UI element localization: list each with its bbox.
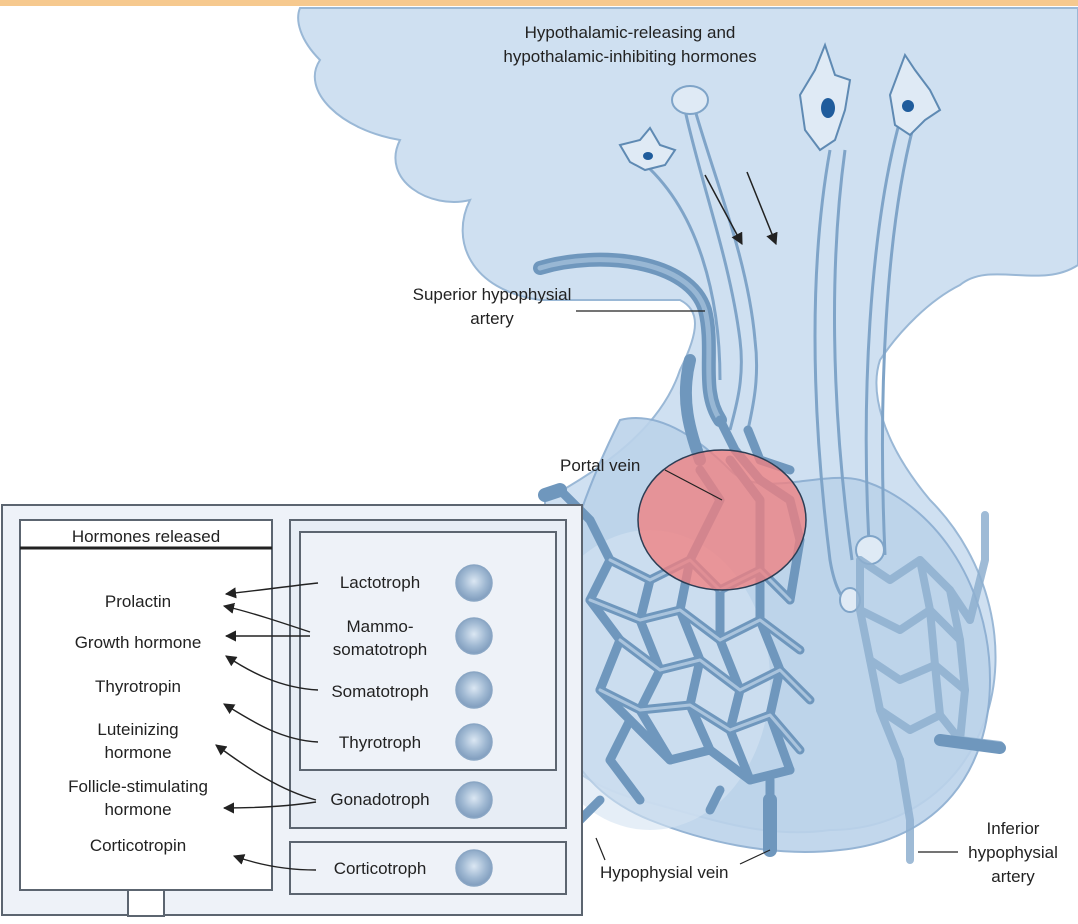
- hormone-corticotropin: Corticotropin: [90, 836, 186, 855]
- hormone-fsh-2: hormone: [104, 800, 171, 819]
- somatotroph-cell-icon: [456, 672, 492, 708]
- corticotroph-cell-icon: [456, 850, 492, 886]
- portal-vein-label: Portal vein: [560, 456, 640, 475]
- mammosomatotroph-cell-icon: [456, 618, 492, 654]
- portal-vein-highlight: [638, 450, 806, 590]
- hypophysial-vein-leader-2: [740, 850, 770, 864]
- hormone-thyrotropin: Thyrotropin: [95, 677, 181, 696]
- hormone-prolactin: Prolactin: [105, 592, 171, 611]
- hypophysial-vein-label: Hypophysial vein: [600, 863, 729, 882]
- top-label-line-2: hypothalamic-inhibiting hormones: [503, 47, 756, 66]
- superior-artery-label-1: Superior hypophysial: [413, 285, 572, 304]
- top-label-line-1: Hypothalamic-releasing and: [525, 23, 736, 42]
- vein-stub: [545, 490, 560, 495]
- axon-bulb: [672, 86, 708, 114]
- inferior-artery-label-1: Inferior: [987, 819, 1040, 838]
- hypophysial-vein-leader-1: [596, 838, 605, 860]
- cell-mammo-2: somatotroph: [333, 640, 428, 659]
- hormone-lh-1: Luteinizing: [97, 720, 178, 739]
- cell-lactotroph: Lactotroph: [340, 573, 420, 592]
- hormone-fsh-1: Follicle-stimulating: [68, 777, 208, 796]
- lactotroph-cell-icon: [456, 565, 492, 601]
- thyrotroph-cell-icon: [456, 724, 492, 760]
- cell-mammo-1: Mammo-: [346, 617, 413, 636]
- hormone-growth: Growth hormone: [75, 633, 202, 652]
- cell-corticotroph: Corticotroph: [334, 859, 427, 878]
- cell-thyrotroph: Thyrotroph: [339, 733, 421, 752]
- inferior-artery-label-3: artery: [991, 867, 1035, 886]
- inferior-artery-label-2: hypophysial: [968, 843, 1058, 862]
- cell-somatotroph: Somatotroph: [331, 682, 428, 701]
- vein-stub-right: [940, 740, 1000, 748]
- superior-artery-label-2: artery: [470, 309, 514, 328]
- gonadotroph-cell-icon: [456, 782, 492, 818]
- cell-gonadotroph: Gonadotroph: [330, 790, 429, 809]
- panel-header: Hormones released: [72, 527, 220, 546]
- hormone-lh-2: hormone: [104, 743, 171, 762]
